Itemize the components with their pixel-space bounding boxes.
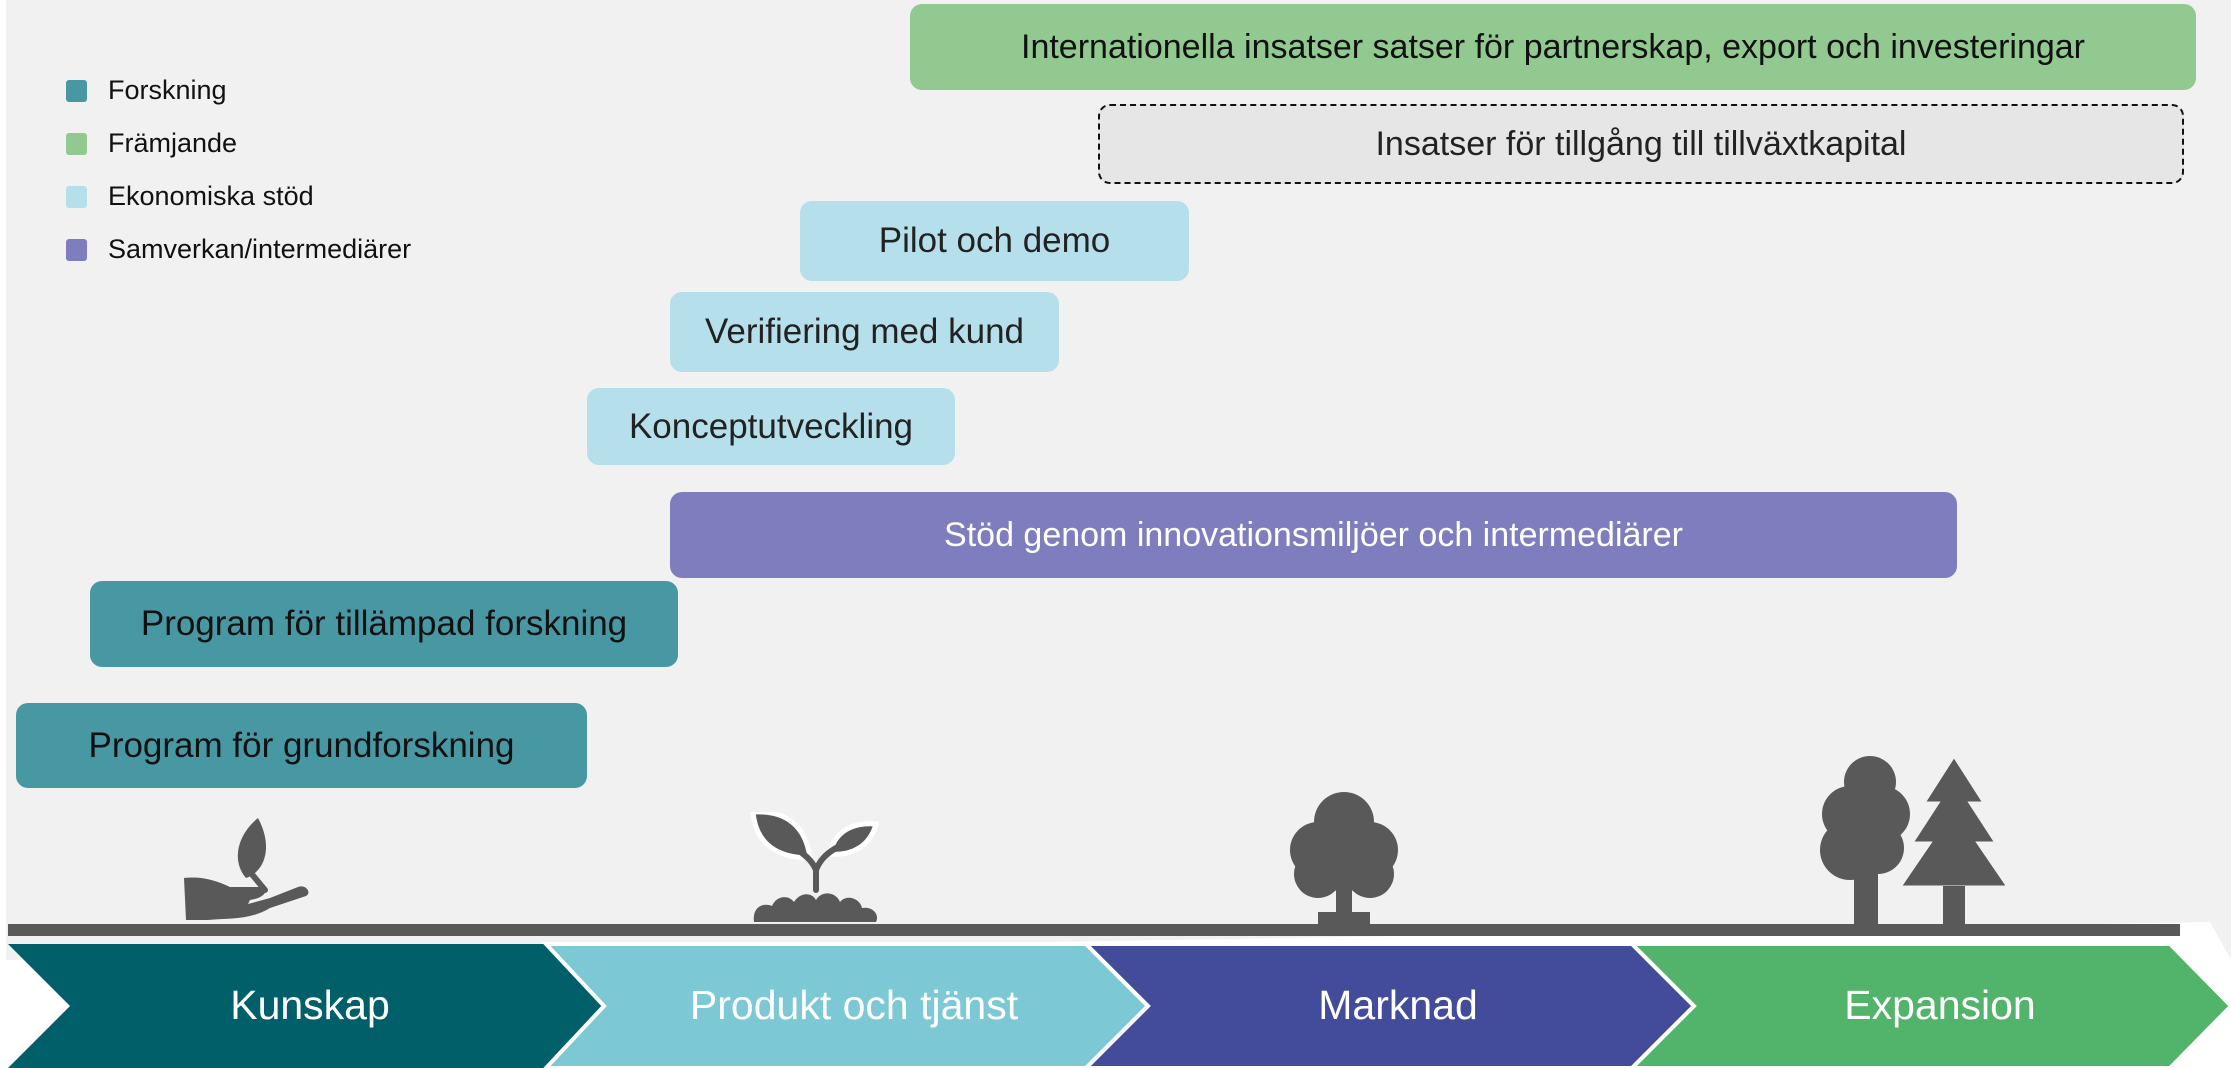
legend-swatch-samverkan (66, 238, 87, 261)
legend-swatch-framjande (66, 132, 87, 155)
forest-icon (1820, 752, 2010, 928)
bar-label: Program för tillämpad forskning (140, 604, 628, 643)
bar-customer-verification: Verifiering med kund (670, 292, 1059, 372)
legend-swatch-forskning (66, 79, 87, 102)
legend-label: Forskning (108, 75, 227, 105)
stage-chevron-kunskap (8, 944, 604, 1068)
bar-applied-research: Program för tillämpad forskning (90, 581, 678, 667)
bar-label: Stöd genom innovationsmiljöer och interm… (944, 515, 1683, 554)
legend-item-samverkan: Samverkan/intermediärer (66, 223, 411, 276)
legend: Forskning Främjande Ekonomiska stöd Samv… (66, 64, 411, 276)
bar-pilot-demo: Pilot och demo (800, 201, 1189, 281)
legend-label: Främjande (108, 128, 238, 158)
legend-item-forskning: Forskning (66, 64, 411, 117)
bar-international-efforts: Internationella insatser satser för part… (910, 4, 2196, 90)
bar-label: Insatser för tillgång till tillväxtkapit… (1375, 124, 1907, 163)
legend-label: Ekonomiska stöd (108, 181, 314, 211)
legend-item-framjande: Främjande (66, 117, 411, 170)
bar-label: Pilot och demo (878, 221, 1111, 260)
seedling-icon (750, 812, 880, 922)
legend-swatch-ekonomiska-stod (66, 185, 87, 208)
bar-concept-development: Konceptutveckling (587, 388, 955, 465)
bar-label: Program för grundforskning (88, 725, 515, 765)
stage-label-kunskap: Kunskap (230, 981, 390, 1028)
bar-label: Konceptutveckling (628, 406, 914, 446)
stage-chevron-expansion (1627, 942, 2231, 1068)
timeline-baseline (8, 924, 2180, 936)
legend-label: Samverkan/intermediärer (108, 234, 412, 264)
bar-label: Verifiering med kund (704, 312, 1025, 351)
bar-basic-research: Program för grundforskning (16, 703, 587, 788)
stage-label-expansion: Expansion (1844, 981, 2036, 1028)
stage-label-produkt: Produkt och tjänst (689, 981, 1019, 1028)
stage-label-marknad: Marknad (1318, 981, 1478, 1028)
tree-icon (1290, 792, 1398, 926)
bar-growth-capital: Insatser för tillgång till tillväxtkapit… (1098, 104, 2184, 184)
hand-leaf-icon (184, 818, 309, 920)
legend-item-ekonomiska-stod: Ekonomiska stöd (66, 170, 411, 223)
bar-label: Internationella insatser satser för part… (1021, 27, 2085, 66)
bar-innovation-support: Stöd genom innovationsmiljöer och interm… (670, 492, 1957, 578)
